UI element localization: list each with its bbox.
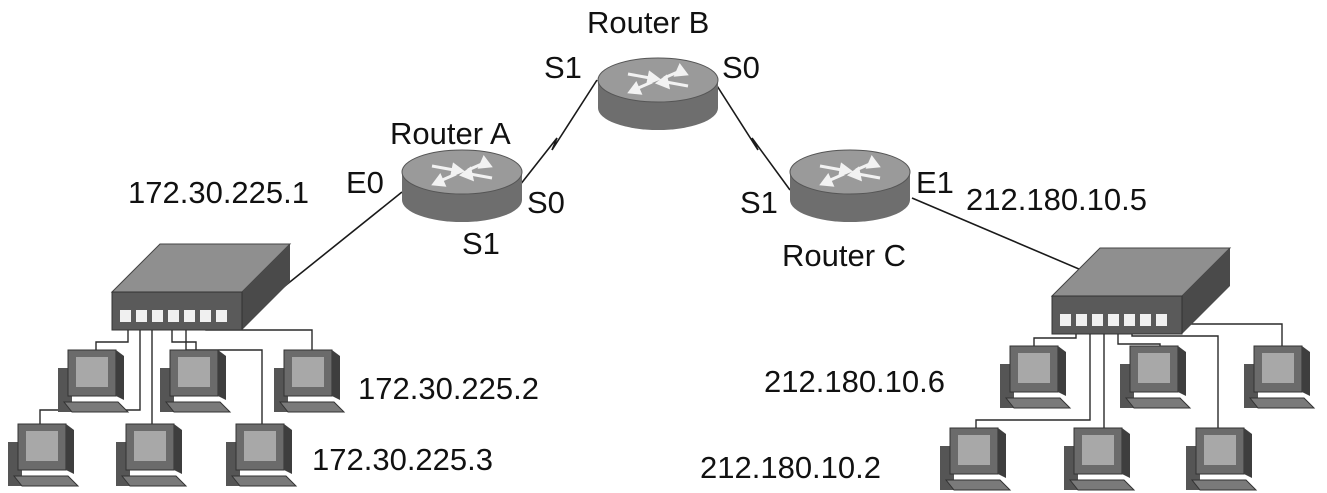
left-lan-cabling: [39, 322, 313, 432]
router-c-e1-ip: 212.180.10.5: [966, 182, 1147, 217]
right-pc-2-icon[interactable]: [1119, 345, 1191, 409]
left-pc-5-icon[interactable]: [115, 423, 187, 487]
router-a-s0-label: S0: [527, 185, 565, 220]
right-switch-icon[interactable]: [1051, 247, 1231, 335]
router-b-s1-label: S1: [544, 50, 582, 85]
left-pc-2-icon[interactable]: [159, 349, 231, 413]
right-pc-4-icon[interactable]: [939, 427, 1011, 491]
router-b-icon[interactable]: [596, 56, 720, 132]
router-c-icon[interactable]: [788, 148, 912, 224]
left-pc-4-icon[interactable]: [7, 423, 79, 487]
serial-link-b-c: [711, 77, 791, 191]
router-c-s1-label: S1: [740, 185, 778, 220]
left-pc-1-icon[interactable]: [57, 349, 129, 413]
right-pc-1-icon[interactable]: [999, 345, 1071, 409]
right-pc-5-icon[interactable]: [1063, 427, 1135, 491]
left-pc-3-icon[interactable]: [273, 349, 345, 413]
router-a-e0-label: E0: [346, 165, 384, 200]
router-a-e0-ip: 172.30.225.1: [128, 175, 309, 210]
left-host-ip-2: 172.30.225.3: [312, 442, 493, 477]
left-pc-6-icon[interactable]: [225, 423, 297, 487]
router-a-s1-label: S1: [462, 226, 500, 261]
right-pc-6-icon[interactable]: [1185, 427, 1257, 491]
router-b-s0-label: S0: [722, 50, 760, 85]
right-host-ip-2: 212.180.10.2: [700, 450, 881, 485]
left-host-ip-1: 172.30.225.2: [358, 371, 539, 406]
router-c-name: Router C: [782, 238, 906, 273]
serial-link-a-b: [519, 79, 598, 186]
left-switch-icon[interactable]: [111, 243, 291, 331]
router-a-name: Router A: [390, 116, 511, 151]
router-a-icon[interactable]: [400, 148, 524, 224]
right-pc-3-icon[interactable]: [1243, 345, 1315, 409]
right-host-ip-1: 212.180.10.6: [764, 364, 945, 399]
router-c-e1-label: E1: [916, 165, 954, 200]
router-b-name: Router B: [587, 5, 709, 40]
